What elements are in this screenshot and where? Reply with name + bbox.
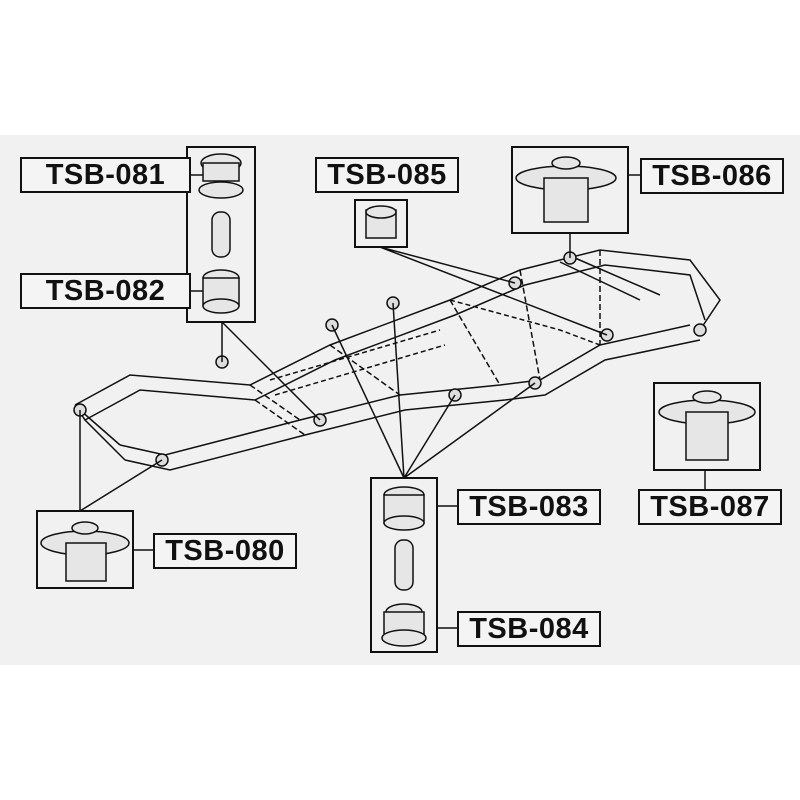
leader-lines	[79, 174, 706, 629]
label-tsb-080: TSB-080	[153, 533, 297, 569]
label-tsb-086: TSB-086	[640, 158, 784, 194]
label-tsb-084: TSB-084	[457, 611, 601, 647]
chassis-frame	[74, 249, 721, 471]
part-boxes	[36, 146, 761, 653]
label-tsb-081: TSB-081	[20, 157, 191, 193]
label-tsb-085: TSB-085	[315, 157, 459, 193]
label-tsb-087: TSB-087	[638, 489, 782, 525]
label-tsb-082: TSB-082	[20, 273, 191, 309]
label-tsb-083: TSB-083	[457, 489, 601, 525]
bushing-drawings	[40, 153, 756, 647]
